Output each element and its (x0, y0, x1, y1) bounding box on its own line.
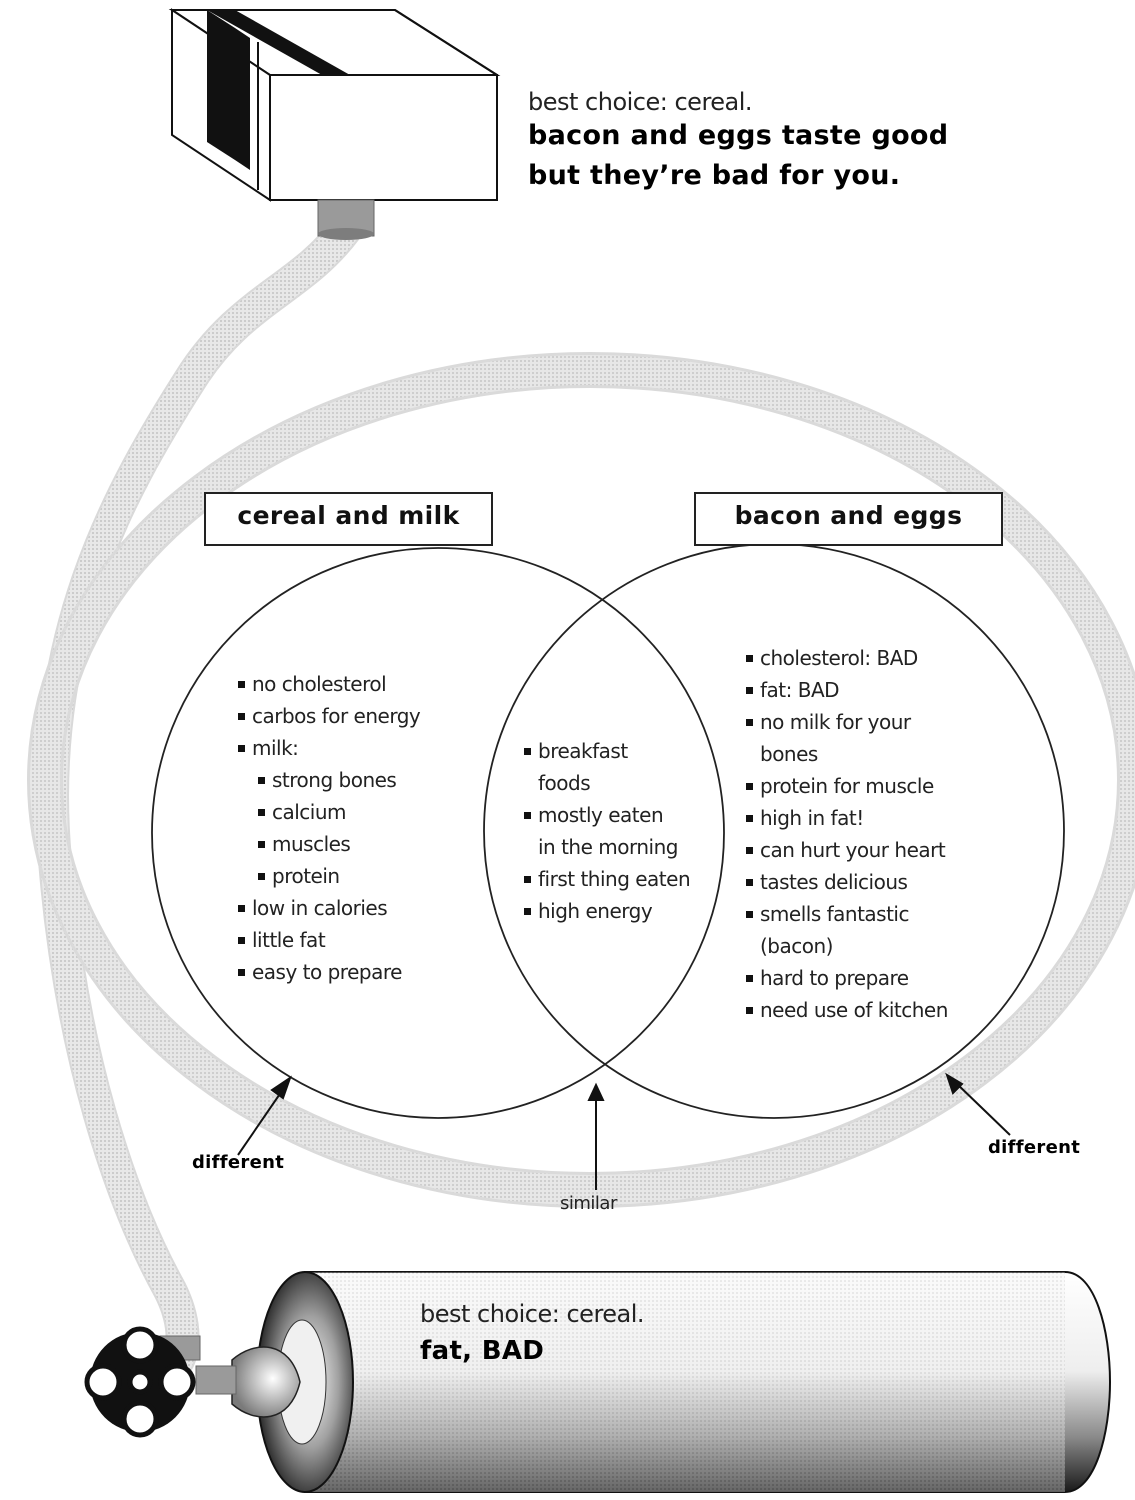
list-item: protein (256, 860, 420, 892)
list-item: foods (538, 771, 591, 795)
list-item: no milk for your (744, 706, 948, 738)
list-item: tastes delicious (744, 866, 948, 898)
list-item: low in calories (236, 892, 420, 924)
left-circle (151, 547, 725, 1119)
arrow-middle (587, 1082, 605, 1190)
list-item: easy to prepare (236, 956, 420, 988)
list-item: smells fantastic (744, 898, 948, 930)
right-circle-title: bacon and eggs (694, 492, 1003, 546)
list-item: bones (760, 742, 818, 766)
arrow-right (945, 1072, 1011, 1136)
bottom-note-line2: fat, BAD (420, 1336, 545, 1366)
list-item: high in fat! (744, 802, 948, 834)
top-note-line3: but they’re bad for you. (528, 160, 901, 191)
list-item: strong bones (256, 764, 420, 796)
middle-overlap-list: breakfast foods mostly eaten in the morning… (522, 735, 691, 927)
list-item: need use of kitchen (744, 994, 948, 1026)
list-item: high energy (522, 895, 690, 927)
label-different-left: different (192, 1152, 285, 1173)
list-item: protein for muscle (744, 770, 948, 802)
list-item: cholesterol: BAD (744, 642, 948, 674)
list-item: in the morning (538, 835, 678, 859)
valve-wheel-icon (84, 1326, 196, 1438)
box-icon (168, 8, 501, 202)
list-item: milk: (236, 732, 420, 764)
bottom-note-line1: best choice: cereal. (420, 1300, 645, 1328)
label-similar: similar (560, 1193, 617, 1214)
list-item: hard to prepare (744, 962, 948, 994)
list-item: first thing eaten (522, 863, 691, 895)
top-note-line1: best choice: cereal. (528, 88, 753, 116)
list-item: can hurt your heart (744, 834, 948, 866)
list-item: no cholesterol (236, 668, 420, 700)
top-note-line2: bacon and eggs taste good (528, 120, 949, 151)
list-item: muscles (256, 828, 420, 860)
list-item: breakfast (522, 735, 690, 767)
left-circle-title: cereal and milk (204, 492, 493, 546)
list-item: mostly eaten (522, 799, 690, 831)
list-item: (bacon) (760, 934, 833, 958)
list-item: calcium (256, 796, 420, 828)
list-item: carbos for energy (236, 700, 421, 732)
arrow-left (237, 1075, 292, 1156)
label-different-right: different (988, 1137, 1081, 1158)
list-item: fat: BAD (744, 674, 948, 706)
tank-icon (231, 1271, 1112, 1493)
list-item: little fat (236, 924, 420, 956)
